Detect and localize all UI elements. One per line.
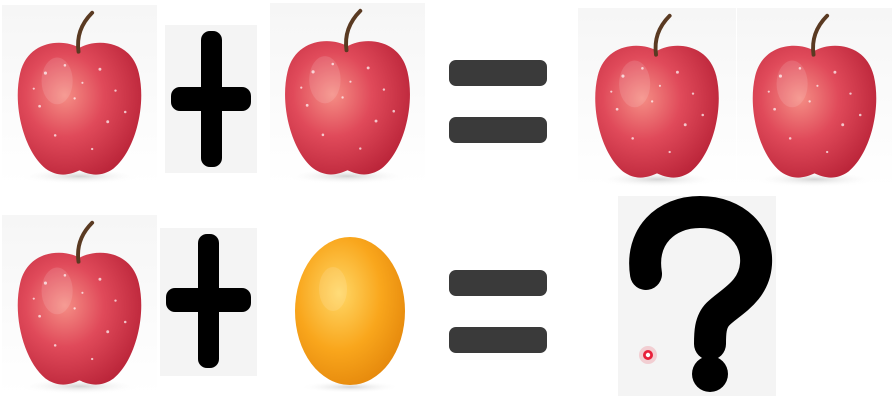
plus-icon [165,25,257,173]
equals-icon [445,265,550,360]
cursor-indicator-icon [638,345,658,365]
orange-icon [280,225,420,395]
apple-icon [2,5,157,185]
plus-icon [160,228,257,376]
apple-icon [737,8,892,188]
question-mark-icon [618,196,776,396]
equals-icon [445,55,550,150]
apple-icon [2,215,157,395]
apple-icon [270,3,425,185]
apple-icon [578,8,736,188]
